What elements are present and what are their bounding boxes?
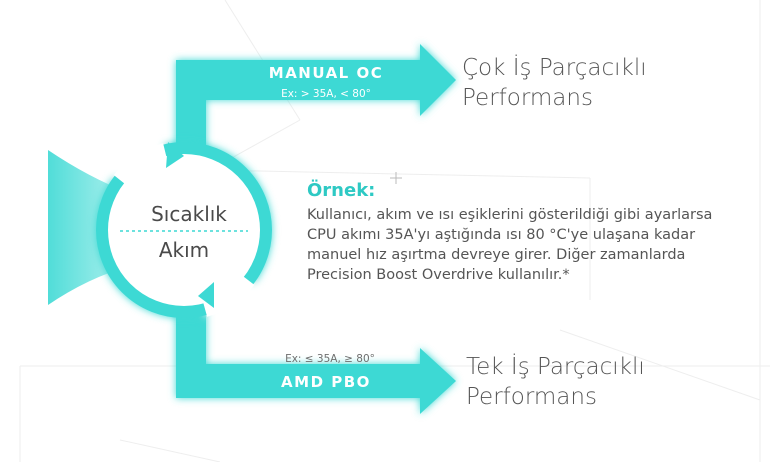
single-thread-result-line2: Performans (466, 384, 597, 410)
example-line: Precision Boost Overdrive kullanılır.* (307, 267, 570, 283)
cycle-arrowhead-bottom (198, 282, 214, 308)
cycle-arrowhead-top (166, 142, 184, 168)
example-line: manuel hız aşırtma devreye girer. Diğer … (307, 247, 686, 263)
example-title: Örnek: (307, 180, 376, 201)
manual-oc-tag: MANUAL OC (268, 64, 384, 82)
multi-thread-result-line1: Çok İş Parçacıklı (462, 55, 647, 81)
manual-oc-condition: Ex: > 35A, < 80° (281, 88, 371, 100)
example-body: Kullanıcı, akım ve ısı eşiklerini göster… (307, 205, 747, 285)
cycle-circle (96, 142, 272, 318)
amd-pbo-condition: Ex: ≤ 35A, ≥ 80° (285, 353, 375, 365)
amd-pbo-tag: AMD PBO (281, 373, 371, 391)
circle-label-temperature: Sıcaklık (151, 202, 227, 226)
example-line: Kullanıcı, akım ve ısı eşiklerini göster… (307, 207, 713, 223)
circle-label-current: Akım (158, 238, 210, 262)
multi-thread-result-line2: Performans (462, 85, 593, 111)
single-thread-result-line1: Tek İş Parçacıklı (466, 354, 645, 380)
crosshair-mark (390, 172, 402, 184)
top-branch-arrow (176, 44, 456, 176)
example-line: CPU akımı 35A'yı aştığında ısı 80 °C'ye … (307, 227, 696, 243)
